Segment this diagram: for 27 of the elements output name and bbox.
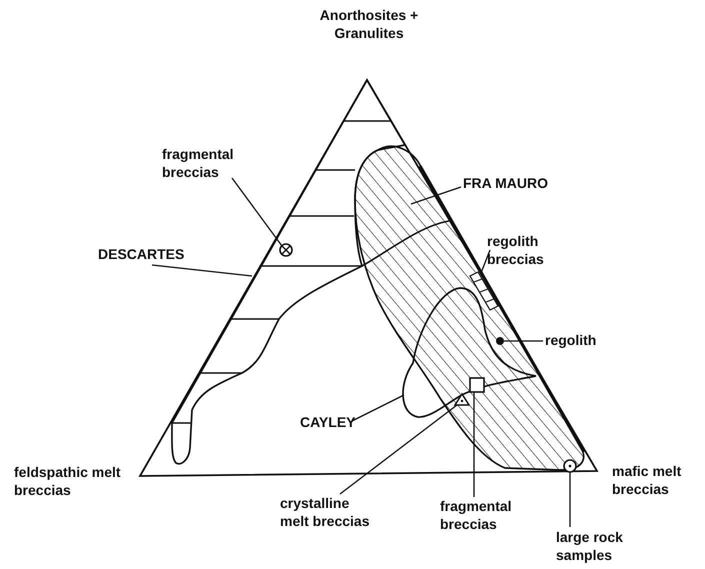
- square-symbol: [469, 377, 485, 393]
- region-label: DESCARTES: [98, 245, 184, 264]
- leader-line: [569, 472, 571, 527]
- region-label: large rock samples: [556, 528, 641, 564]
- region-label: FRA MAURO: [463, 174, 548, 192]
- dot-symbol: [496, 337, 504, 345]
- striped-bar-symbol: [469, 271, 499, 311]
- leader-line: [473, 392, 475, 497]
- region-label: fragmental breccias: [162, 145, 247, 182]
- corner-label: mafic melt breccias: [612, 462, 682, 498]
- leader-line: [340, 404, 458, 495]
- circle-symbol: [563, 459, 577, 473]
- triangle-symbol: [454, 392, 470, 406]
- region-label: crystalline melt breccias: [280, 494, 370, 530]
- corner-label: Anorthosites + Granulites: [318, 6, 420, 42]
- leader-line: [152, 264, 252, 277]
- leader-line: [352, 394, 404, 422]
- region-label: CAYLEY: [300, 413, 356, 432]
- circled-cross-symbol: [279, 243, 293, 257]
- leader-line: [480, 250, 491, 274]
- region-label: regolith breccias: [487, 232, 562, 268]
- leader-line: [231, 178, 283, 246]
- leader-line: [410, 186, 462, 205]
- region-label: regolith: [545, 331, 596, 350]
- leader-line: [504, 340, 543, 342]
- corner-label: feldspathic melt breccias: [14, 463, 122, 500]
- region-label: fragmental breccias: [440, 497, 525, 534]
